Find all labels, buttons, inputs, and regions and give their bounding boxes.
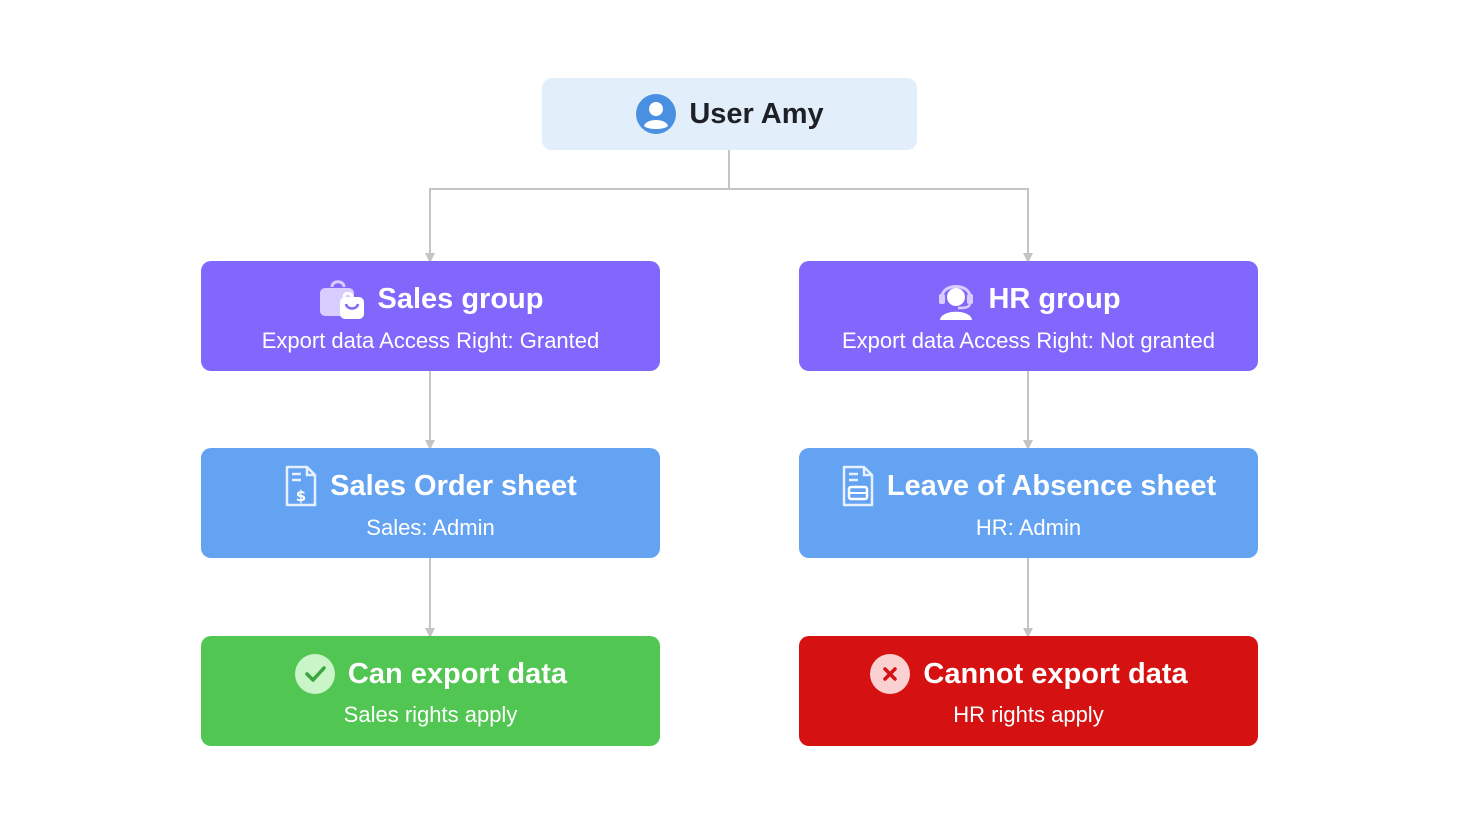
user-icon: [635, 93, 677, 135]
leave-of-absence-sheet-role: HR: Admin: [975, 515, 1082, 540]
cannot-export-result-node: Cannot export data HR rights apply: [799, 636, 1258, 746]
headset-user-icon: [936, 277, 976, 321]
can-export-title: Can export data: [347, 658, 568, 690]
hr-group-access-right: Export data Access Right: Not granted: [842, 328, 1215, 353]
user-node: User Amy: [542, 78, 917, 150]
sales-order-sheet-role: Sales: Admin: [366, 515, 495, 540]
svg-text:$: $: [296, 487, 306, 505]
connector-root-to-hr-group: [729, 188, 1033, 263]
hr-group-title: HR group: [988, 283, 1121, 315]
sales-group-node: Sales group Export data Access Right: Gr…: [201, 261, 660, 371]
sales-order-sheet-node: $ Sales Order sheet Sales: Admin: [201, 448, 660, 558]
shopping-bag-icon: [318, 277, 366, 321]
leave-of-absence-sheet-node: Leave of Absence sheet HR: Admin: [799, 448, 1258, 558]
check-circle-icon: [294, 653, 336, 695]
cannot-export-title: Cannot export data: [923, 658, 1188, 690]
user-node-title: User Amy: [689, 98, 824, 130]
hr-group-node: HR group Export data Access Right: Not g…: [799, 261, 1258, 371]
sales-group-title: Sales group: [377, 283, 544, 315]
sales-order-sheet-title: Sales Order sheet: [330, 470, 577, 502]
connector-root-to-sales-group: [425, 150, 730, 263]
sales-group-access-right: Export data Access Right: Granted: [261, 328, 600, 353]
x-circle-icon: [869, 653, 911, 695]
document-form-icon: [841, 464, 875, 508]
leave-of-absence-sheet-title: Leave of Absence sheet: [886, 470, 1217, 502]
can-export-subtitle: Sales rights apply: [343, 702, 518, 727]
invoice-dollar-icon: $: [284, 464, 318, 508]
can-export-result-node: Can export data Sales rights apply: [201, 636, 660, 746]
cannot-export-subtitle: HR rights apply: [953, 702, 1104, 727]
